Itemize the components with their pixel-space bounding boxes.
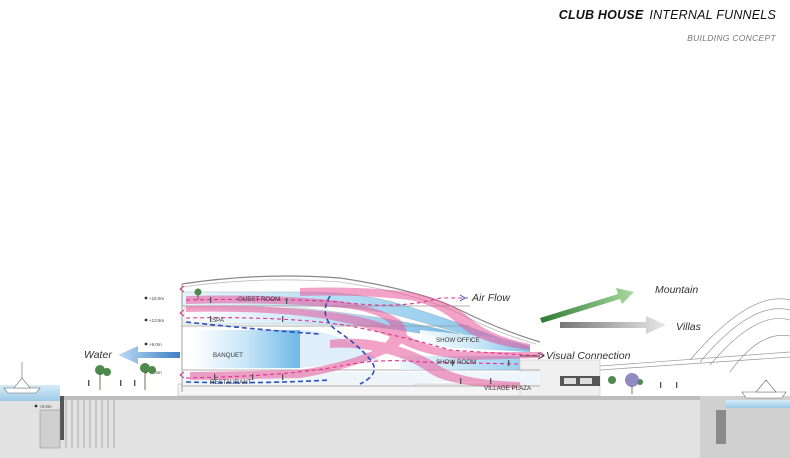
room-banquet: BANQUET bbox=[213, 352, 243, 359]
trees bbox=[95, 288, 643, 394]
room-show-room: SHOW ROOM bbox=[436, 359, 476, 366]
level-mark-sea: +0.0m bbox=[39, 404, 52, 409]
level-mark-4: +4.5m bbox=[149, 370, 162, 375]
bridge-arches bbox=[599, 298, 790, 373]
people bbox=[88, 297, 678, 388]
level-mark-top: +18.0m bbox=[149, 296, 164, 301]
page-subtitle: BUILDING CONCEPT bbox=[687, 33, 776, 43]
room-village-plaza: VILLAGE PLAZA bbox=[484, 385, 532, 392]
visual-connection-arrow bbox=[520, 352, 545, 360]
boat-left bbox=[3, 362, 41, 394]
mountain-arrow bbox=[540, 288, 634, 323]
room-guest-room: GUEST ROOM bbox=[238, 296, 280, 303]
label-water: Water bbox=[84, 349, 112, 361]
villas-arrow bbox=[560, 316, 666, 334]
boat-right bbox=[741, 379, 787, 399]
level-mark-2: +13.5m bbox=[149, 318, 164, 323]
blue-arrowhead bbox=[459, 294, 466, 302]
blue-flow-dashes bbox=[185, 295, 376, 385]
page-title: CLUB HOUSE INTERNAL FUNNELS bbox=[559, 8, 776, 22]
label-villas: Villas bbox=[676, 321, 702, 333]
label-visual-connection: Visual Connection bbox=[546, 350, 631, 362]
title-rest: INTERNAL FUNNELS bbox=[649, 8, 776, 22]
title-block: CLUB HOUSE INTERNAL FUNNELS BUILDING CONC… bbox=[559, 8, 776, 43]
title-bold: CLUB HOUSE bbox=[558, 8, 644, 22]
label-air-flow: Air Flow bbox=[471, 292, 511, 304]
label-mountain: Mountain bbox=[655, 284, 698, 296]
room-spa: SPA bbox=[212, 317, 225, 324]
air-flow-dashes bbox=[185, 297, 541, 379]
internal-funnels bbox=[186, 287, 540, 388]
room-restaurant: RESTAURANT bbox=[210, 379, 252, 386]
ground-section bbox=[0, 385, 790, 458]
level-mark-3: +9.0m bbox=[149, 342, 162, 347]
room-show-office: SHOW OFFICE bbox=[436, 337, 480, 344]
water-arrow bbox=[118, 346, 180, 364]
